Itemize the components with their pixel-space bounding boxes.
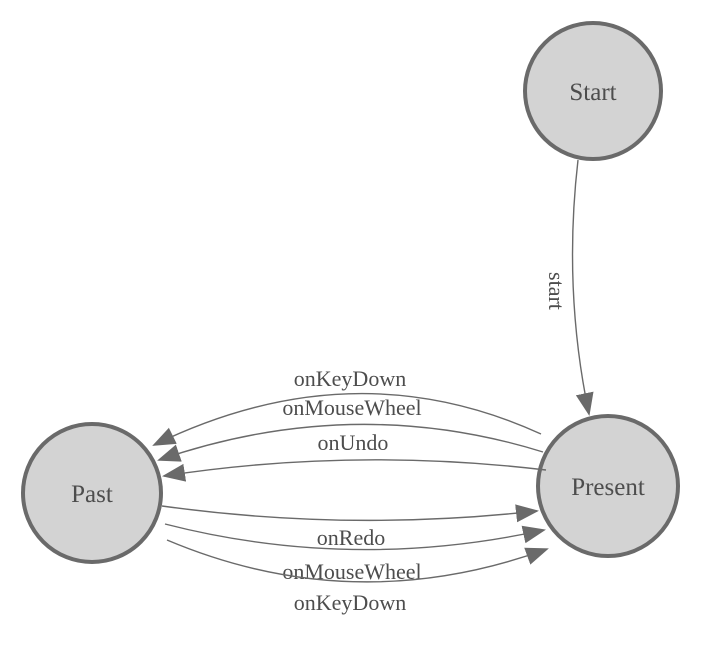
past-node-label: Past — [71, 481, 113, 508]
edge-past-to-present-onredo: onRedo — [161, 504, 539, 550]
edge-past-to-present-onkeydown: onKeyDown — [166, 539, 549, 615]
start-node-circle[interactable] — [523, 21, 663, 161]
edge-start-to-present: start — [544, 159, 594, 416]
edge-present-to-past-onmousewheel: onMouseWheel — [157, 395, 544, 462]
edge-label-onmousewheel-bottom: onMouseWheel — [282, 559, 421, 584]
node-present[interactable]: Present — [536, 414, 680, 558]
node-start[interactable]: Start — [523, 21, 663, 161]
past-node-circle[interactable] — [21, 422, 163, 564]
edge-present-to-past-onkeydown: onKeyDown — [152, 366, 542, 446]
edge-present-to-past-onmousewheel-path — [157, 423, 544, 462]
start-node-label: Start — [569, 79, 616, 106]
present-node-circle[interactable] — [536, 414, 680, 558]
edge-past-to-present-onredo-path — [161, 504, 539, 523]
edge-past-to-present-onmousewheel-path — [164, 523, 546, 551]
edge-present-to-past-onkeydown-path — [152, 392, 542, 446]
edge-past-to-present-onmousewheel: onMouseWheel — [164, 523, 546, 584]
edge-label-start: start — [544, 272, 569, 310]
edge-start-to-present-path — [571, 159, 594, 416]
edge-past-to-present-onkeydown-path — [166, 539, 549, 583]
edge-label-onredo: onRedo — [317, 525, 385, 550]
edge-label-onundo: onUndo — [318, 430, 389, 455]
edge-label-onkeydown-top: onKeyDown — [294, 366, 406, 391]
edge-present-to-past-onundo: onUndo — [162, 430, 547, 482]
edge-label-onkeydown-bottom: onKeyDown — [294, 590, 406, 615]
node-past[interactable]: Past — [21, 422, 163, 564]
present-node-label: Present — [571, 474, 645, 501]
edge-present-to-past-onundo-path — [162, 459, 547, 482]
edge-label-onmousewheel-top: onMouseWheel — [282, 395, 421, 420]
